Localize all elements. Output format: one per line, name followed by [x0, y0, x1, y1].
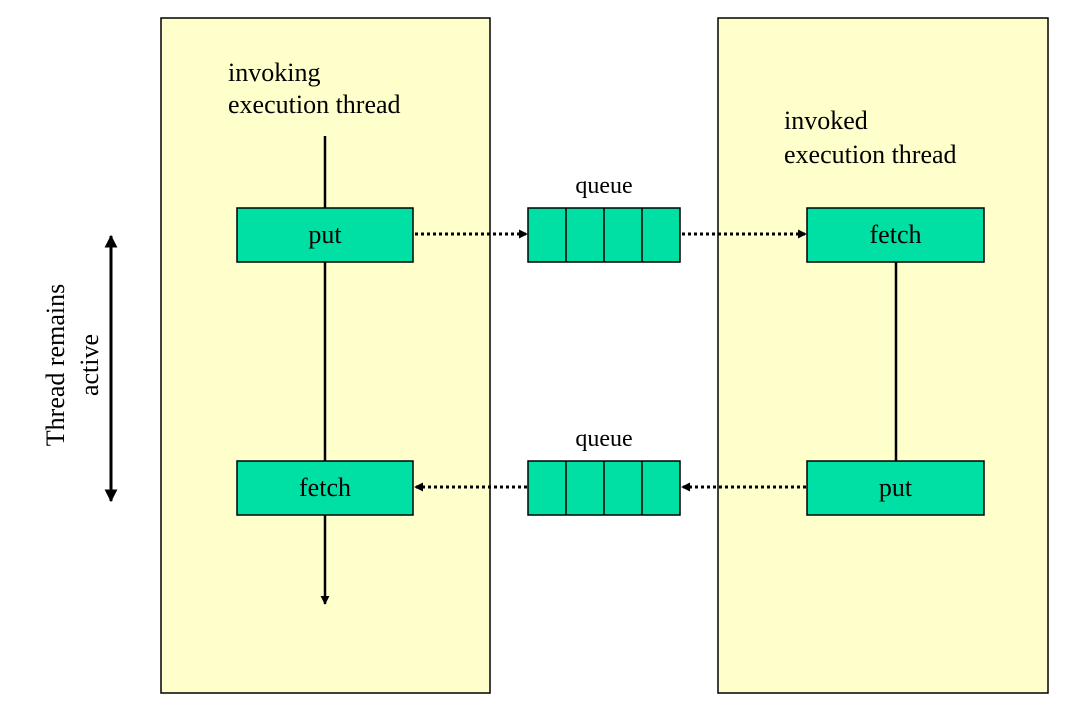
invoked-thread-title-line1: invoked [784, 106, 868, 135]
fetch-label-left: fetch [299, 473, 351, 502]
thread-remains-active-line1: Thread remains [41, 283, 70, 447]
put-label-right: put [878, 473, 913, 502]
top-queue-label: queue [575, 173, 633, 199]
put-label-left: put [308, 220, 342, 249]
thread-remains-active-label: Thread remains active [39, 255, 107, 475]
invoked-thread-panel [717, 17, 1049, 694]
bottom-queue-label: queue [575, 426, 633, 452]
fetch-box-right [806, 207, 985, 263]
invoking-thread-title-line2: execution thread [228, 90, 401, 119]
fetch-label-right: fetch [869, 220, 922, 249]
bottom-queue [527, 460, 681, 516]
thread-remains-active-line2: active [75, 333, 104, 397]
fetch-box-left [236, 460, 414, 516]
top-queue [527, 207, 681, 263]
put-box-right [806, 460, 985, 516]
invoked-thread-title-line2: execution thread [784, 140, 957, 169]
put-box-left [236, 207, 414, 263]
invoking-thread-title-line1: invoking [228, 58, 321, 87]
